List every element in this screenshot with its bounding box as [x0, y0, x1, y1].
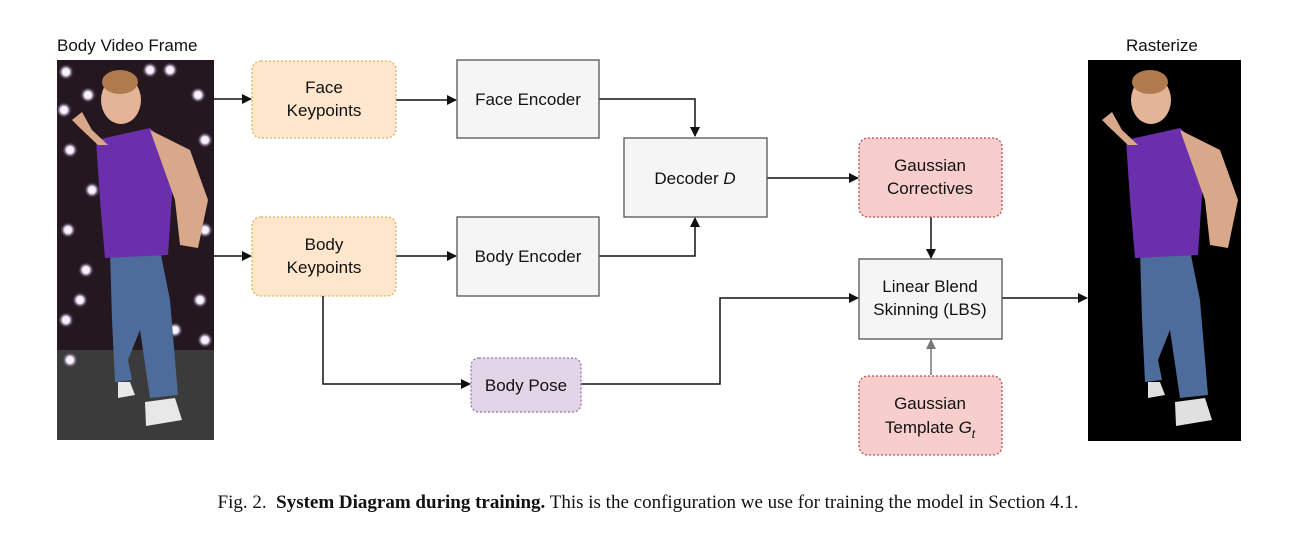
- decoder-label: Decoder D: [654, 169, 735, 188]
- face-keypoints-label-line2: Keypoints: [287, 101, 362, 120]
- lbs-box: Linear Blend Skinning (LBS): [858, 258, 1003, 340]
- body-video-frame-image: [56, 60, 214, 440]
- gaussian-template-label-line2: Template Gt: [885, 418, 976, 441]
- body-pose-label: Body Pose: [485, 376, 567, 395]
- output-image-title: Rasterize: [1126, 36, 1198, 55]
- body-pose-box: Body Pose: [470, 357, 582, 413]
- face-keypoints-label-line1: Face: [305, 78, 343, 97]
- lbs-label-line2: Skinning (LBS): [873, 300, 986, 319]
- arrow-body-keypoints-to-pose: [322, 296, 471, 389]
- body-keypoints-box: Body Keypoints: [251, 216, 397, 297]
- body-encoder-label: Body Encoder: [475, 247, 582, 266]
- face-keypoints-box: Face Keypoints: [251, 60, 397, 139]
- body-encoder-box: Body Encoder: [456, 216, 600, 297]
- body-keypoints-label-line1: Body: [305, 235, 344, 254]
- gaussian-template-label-line1: Gaussian: [894, 394, 966, 413]
- lbs-label-line1: Linear Blend: [882, 277, 977, 296]
- arrow-face-encoder-to-decoder: [599, 98, 700, 137]
- gaussian-correctives-label-line2: Correctives: [887, 179, 973, 198]
- rasterized-output-image: [1088, 60, 1241, 441]
- decoder-box: Decoder D: [623, 137, 768, 218]
- gaussian-correctives-label-line1: Gaussian: [894, 156, 966, 175]
- arrow-body-encoder-to-decoder: [599, 217, 700, 257]
- face-encoder-box: Face Encoder: [456, 59, 600, 139]
- figure-caption: Fig. 2. System Diagram during training. …: [0, 492, 1296, 514]
- gaussian-template-box: Gaussian Template Gt: [858, 375, 1003, 456]
- face-encoder-label: Face Encoder: [475, 90, 581, 109]
- caption-bold-title: System Diagram during training.: [276, 492, 546, 513]
- gaussian-correctives-box: Gaussian Correctives: [858, 137, 1003, 218]
- body-keypoints-label-line2: Keypoints: [287, 258, 362, 277]
- caption-prefix: Fig. 2.: [217, 492, 267, 513]
- input-image-title: Body Video Frame: [57, 36, 197, 55]
- system-diagram: Body Video Frame Rasterize: [56, 36, 1241, 456]
- arrow-pose-to-lbs: [581, 293, 859, 385]
- caption-text: This is the configuration we use for tra…: [549, 492, 1079, 513]
